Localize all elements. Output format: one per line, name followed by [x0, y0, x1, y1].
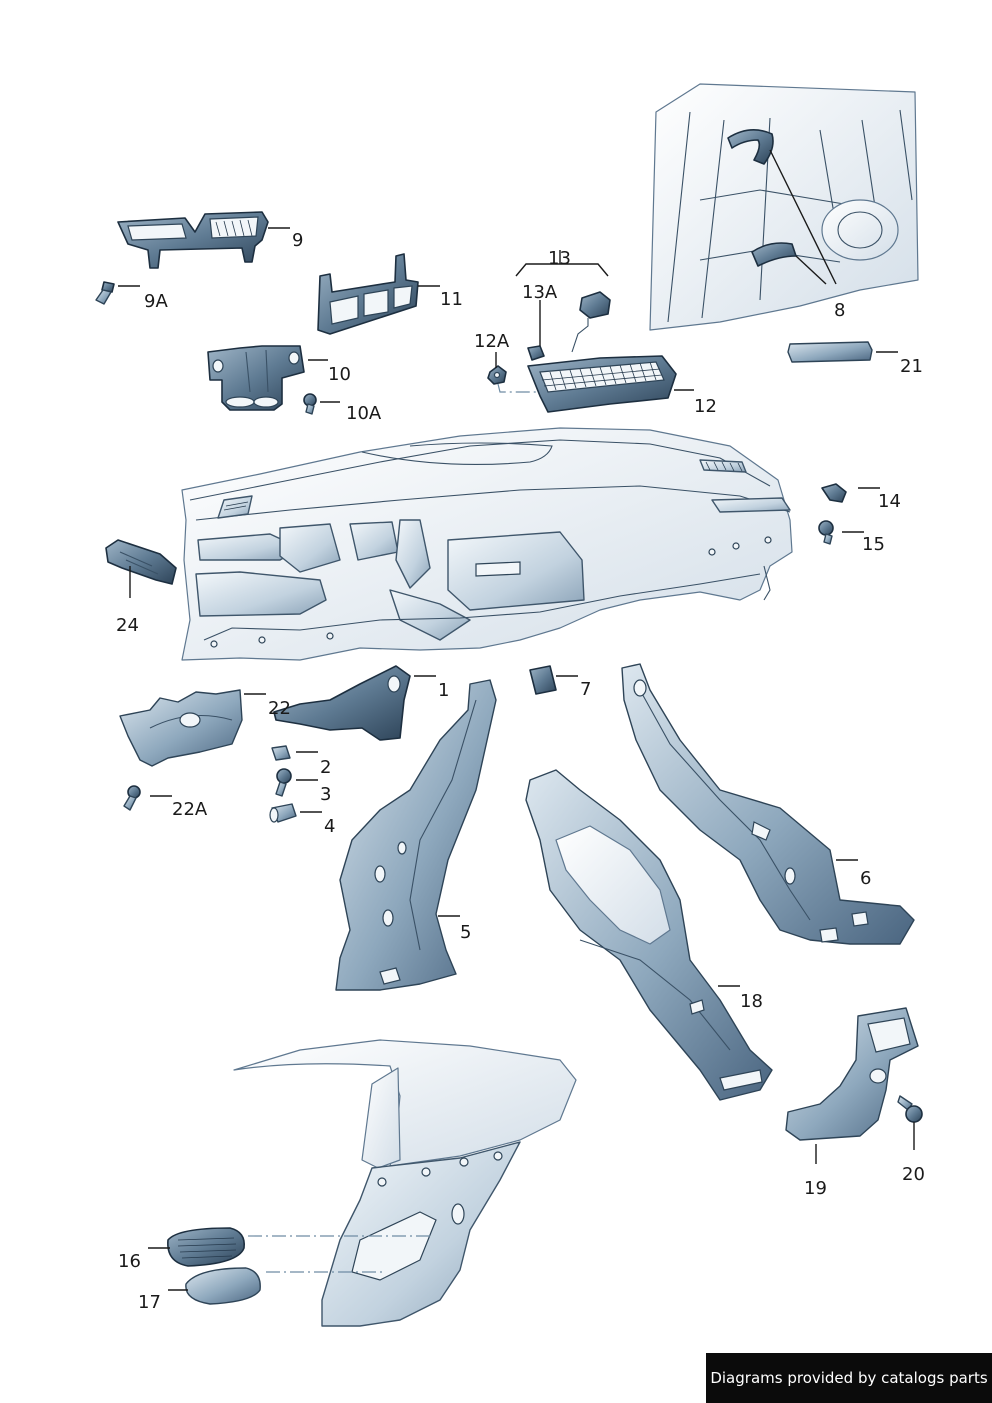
rear-pillar-inset: [233, 1039, 577, 1327]
label-16: 16: [118, 1251, 141, 1272]
label-18: 18: [740, 991, 763, 1012]
part-6-right-duct: [621, 663, 915, 945]
part-9-center-vent: [117, 211, 269, 269]
part-4-grommet: [269, 803, 297, 823]
label-24: 24: [116, 615, 139, 636]
part-19-rear-vent: [785, 1007, 919, 1141]
label-12A: 12A: [474, 331, 510, 352]
part-12A-nut: [487, 365, 507, 385]
label-9A: 9A: [144, 291, 168, 312]
label-6: 6: [860, 868, 871, 889]
label-15: 15: [862, 534, 885, 555]
guide-12A: [497, 383, 540, 393]
part-14-clip: [821, 483, 847, 503]
label-17: 17: [138, 1292, 161, 1313]
label-22A: 22A: [172, 799, 208, 820]
part-5-left-duct: [335, 679, 497, 991]
footer-text: Diagrams provided by catalogs parts: [710, 1369, 988, 1387]
leader-lines: [118, 149, 915, 1291]
part-10A-screw: [303, 393, 317, 415]
part-22A-screw: [123, 785, 141, 811]
part-21-strip: [787, 341, 873, 363]
label-13: 13: [548, 248, 571, 269]
part-11-bracket-frame: [317, 253, 419, 335]
part-labels: 9 9A 11 10 10A 13 13A 12A 12 8 21 14 15 …: [116, 230, 925, 1313]
part-13-sensor: [571, 291, 611, 353]
part-18-center-duct: [525, 769, 773, 1101]
label-2: 2: [320, 757, 331, 778]
label-9: 9: [292, 230, 303, 251]
part-3-screw: [275, 768, 292, 797]
part-8-inset: [649, 83, 919, 331]
part-22-trim: [119, 689, 243, 767]
label-1: 1: [438, 680, 449, 701]
label-10A: 10A: [346, 403, 382, 424]
part-17-vent-cover: [185, 1267, 261, 1305]
label-8: 8: [834, 300, 845, 321]
part-20-screw: [897, 1095, 923, 1123]
part-2-nut: [271, 745, 291, 761]
label-7: 7: [580, 679, 591, 700]
part-13A-clip: [527, 345, 545, 361]
label-3: 3: [320, 784, 331, 805]
label-20: 20: [902, 1164, 925, 1185]
label-22: 22: [268, 698, 291, 719]
label-19: 19: [804, 1178, 827, 1199]
footer-credit: Diagrams provided by catalogs parts: [706, 1353, 992, 1403]
part-10-air-duct: [207, 345, 305, 411]
part-1-duct: [273, 665, 411, 741]
part-15-screw: [818, 520, 834, 545]
label-11: 11: [440, 289, 463, 310]
label-14: 14: [878, 491, 901, 512]
dashboard-panel: [181, 427, 793, 661]
label-13A: 13A: [522, 282, 558, 303]
part-16-vent-cover: [167, 1227, 246, 1267]
label-10: 10: [328, 364, 351, 385]
label-21: 21: [900, 356, 923, 377]
label-4: 4: [324, 816, 335, 837]
label-12: 12: [694, 396, 717, 417]
part-7-cap: [529, 665, 557, 695]
label-5: 5: [460, 922, 471, 943]
part-12-speaker-grille: [527, 355, 677, 413]
part-9A-screw: [95, 281, 115, 305]
part-24-module: [105, 539, 177, 585]
